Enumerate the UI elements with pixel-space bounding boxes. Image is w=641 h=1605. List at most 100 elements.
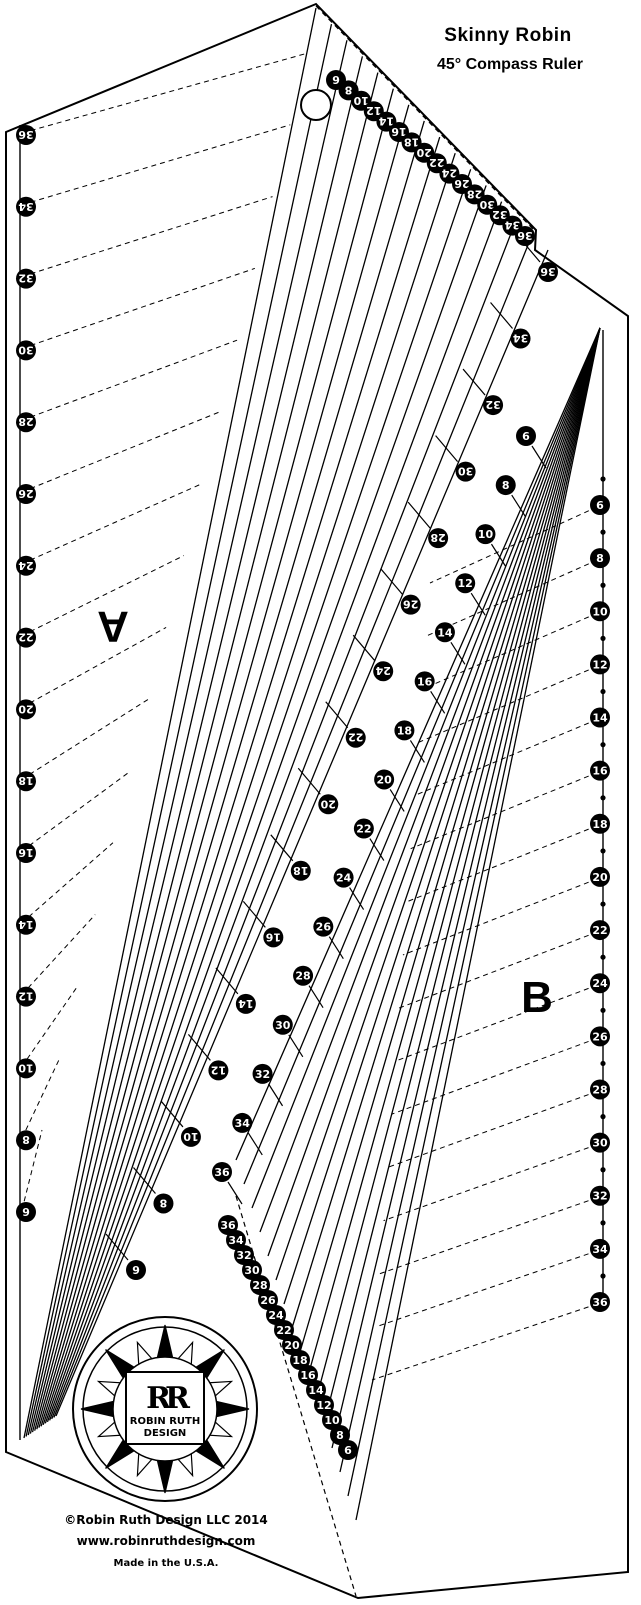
middle-diagonal-marker-14-label: 14 — [437, 626, 453, 639]
upper-diagonal-marker-26: 26 — [400, 594, 421, 615]
middle-diagonal-marker-22: 22 — [353, 818, 374, 839]
right-scale-tick-26 — [600, 1007, 606, 1013]
upper-diagonal-marker-20-dot — [318, 794, 339, 815]
upper-diagonal-marker-22: 22 — [345, 727, 366, 748]
bottom-fan-marker-36-label: 36 — [220, 1219, 236, 1232]
top-fan-marker-16-label: 16 — [391, 125, 407, 138]
middle-diagonal-marker-36-dot — [212, 1162, 232, 1182]
right-scale-tick-12 — [600, 635, 606, 642]
top-fan-marker-34-label: 34 — [504, 219, 520, 232]
left-scale-marker-16: 16 — [16, 843, 36, 863]
right-dashed-guide-16 — [410, 772, 598, 850]
bottom-fan-marker-24: 24 — [266, 1305, 286, 1325]
left-scale-marker-34: 34 — [16, 196, 36, 217]
right-scale-marker-12-dot — [590, 654, 610, 675]
left-scale-marker-12-label: 12 — [18, 990, 33, 1003]
hanging-hole — [300, 89, 332, 121]
upper-diagonal-marker-10-dot — [180, 1126, 201, 1147]
second-band-line-8 — [291, 327, 601, 1329]
right-scale-tick-22 — [600, 901, 606, 907]
solid-guides — [19, 7, 604, 1521]
upper-diagonal-marker-12-dot — [208, 1060, 229, 1081]
left-scale-marker-16-dot — [16, 843, 36, 863]
middle-diagonal-marker-10-dot — [475, 524, 496, 545]
upper-diagonal-marker-34-dot — [510, 328, 531, 349]
right-scale-tick-16 — [600, 742, 606, 748]
middle-diagonal-marker-20-dot — [374, 769, 395, 790]
top-band-dashed-edge — [315, 5, 535, 231]
upper-diagonal-marker-26-label: 26 — [403, 598, 419, 611]
upper-tick-26 — [380, 568, 404, 596]
upper-diagonal-marker-22-dot — [345, 727, 366, 748]
right-scale-marker-14-dot — [590, 707, 610, 728]
bottom-fan-marker-18-dot — [290, 1350, 310, 1370]
left-dashed-guide-8 — [21, 1057, 61, 1139]
left-scale-marker-32: 32 — [16, 268, 36, 289]
bottom-fan-marker-8: 8 — [330, 1425, 350, 1445]
upper-diagonal-marker-14: 14 — [235, 993, 256, 1014]
right-scale-marker-14-label: 14 — [592, 712, 608, 725]
left-scale-marker-26: 26 — [16, 484, 36, 504]
right-scale-marker-32-label: 32 — [592, 1190, 607, 1203]
middle-diagonal-marker-14: 14 — [434, 622, 455, 643]
right-scale-tick-6 — [600, 476, 606, 482]
left-scale-marker-36-label: 36 — [18, 128, 34, 141]
right-scale-marker-30-label: 30 — [592, 1137, 608, 1150]
second-band-line-7 — [283, 327, 601, 1305]
left-scale-marker-28-dot — [16, 412, 36, 433]
bottom-fan-marker-14-label: 14 — [308, 1384, 324, 1397]
middle-diagonal-marker-8-label: 8 — [502, 479, 510, 492]
upper-diagonal-marker-18-dot — [290, 860, 311, 881]
right-scale-marker-20-label: 20 — [592, 871, 608, 884]
upper-diagonal-marker-24-label: 24 — [375, 664, 391, 677]
left-scale-marker-8-label: 8 — [22, 1133, 30, 1146]
right-scale-marker-18-dot — [590, 813, 610, 834]
bottom-fan-marker-14-dot — [306, 1380, 326, 1400]
right-scale-marker-6-label: 6 — [596, 499, 604, 512]
middle-tick-8 — [511, 494, 527, 518]
middle-diagonal-marker-12-label: 12 — [458, 577, 473, 590]
left-scale-marker-10: 10 — [16, 1058, 36, 1079]
left-scale-marker-14: 14 — [16, 914, 36, 935]
middle-diagonal-marker-32-label: 32 — [255, 1068, 270, 1081]
left-scale-marker-28: 28 — [16, 412, 36, 433]
right-scale-marker-36: 36 — [590, 1292, 610, 1312]
right-scale-marker-6-dot — [590, 495, 610, 515]
left-scale-marker-10-label: 10 — [18, 1061, 34, 1074]
middle-diagonal-marker-20-label: 20 — [376, 773, 392, 786]
top-fan-marker-20-label: 20 — [416, 146, 432, 159]
top-fan-marker-36: 36 — [515, 226, 535, 246]
bottom-fan-marker-10: 10 — [322, 1410, 342, 1430]
right-dashed-guide-30 — [383, 1144, 598, 1222]
upper-diagonal-marker-24: 24 — [373, 661, 394, 682]
middle-diagonal-marker-12-dot — [455, 573, 476, 594]
upper-diagonal-marker-12: 12 — [208, 1060, 229, 1081]
upper-tick-28 — [407, 501, 431, 529]
middle-diagonal-marker-34-label: 34 — [235, 1117, 251, 1130]
right-scale-marker-32: 32 — [590, 1185, 610, 1206]
middle-diagonal-marker-24-dot — [333, 867, 354, 888]
right-scale-marker-26-dot — [590, 1026, 610, 1047]
main-band-line-3 — [27, 40, 348, 1436]
origin-text: Made in the U.S.A. — [114, 1558, 219, 1569]
bottom-fan-marker-12-dot — [314, 1395, 334, 1415]
upper-diagonal-marker-8: 8 — [153, 1193, 174, 1214]
right-scale-tick-32 — [600, 1167, 606, 1173]
upper-tick-34 — [490, 302, 513, 329]
right-scale-marker-18-label: 18 — [592, 818, 607, 831]
middle-diagonal-marker-6-dot — [516, 426, 536, 446]
upper-tick-8 — [133, 1167, 156, 1194]
upper-diagonal-marker-22-label: 22 — [348, 731, 363, 744]
second-band-line-5 — [267, 327, 601, 1257]
middle-diagonal-marker-32: 32 — [252, 1063, 273, 1084]
left-scale-marker-28-label: 28 — [18, 415, 33, 428]
main-band-line-5 — [31, 72, 379, 1433]
bottom-fan-marker-28: 28 — [250, 1275, 270, 1295]
bottom-fan-marker-12: 12 — [314, 1395, 334, 1415]
bottom-fan-marker-36-dot — [218, 1215, 238, 1235]
right-scale-tick-28 — [600, 1060, 606, 1067]
copyright-text: ©Robin Ruth Design LLC 2014 — [64, 1513, 268, 1527]
middle-diagonal-marker-18-dot — [394, 720, 415, 741]
middle-diagonal-marker-10-label: 10 — [478, 528, 494, 541]
